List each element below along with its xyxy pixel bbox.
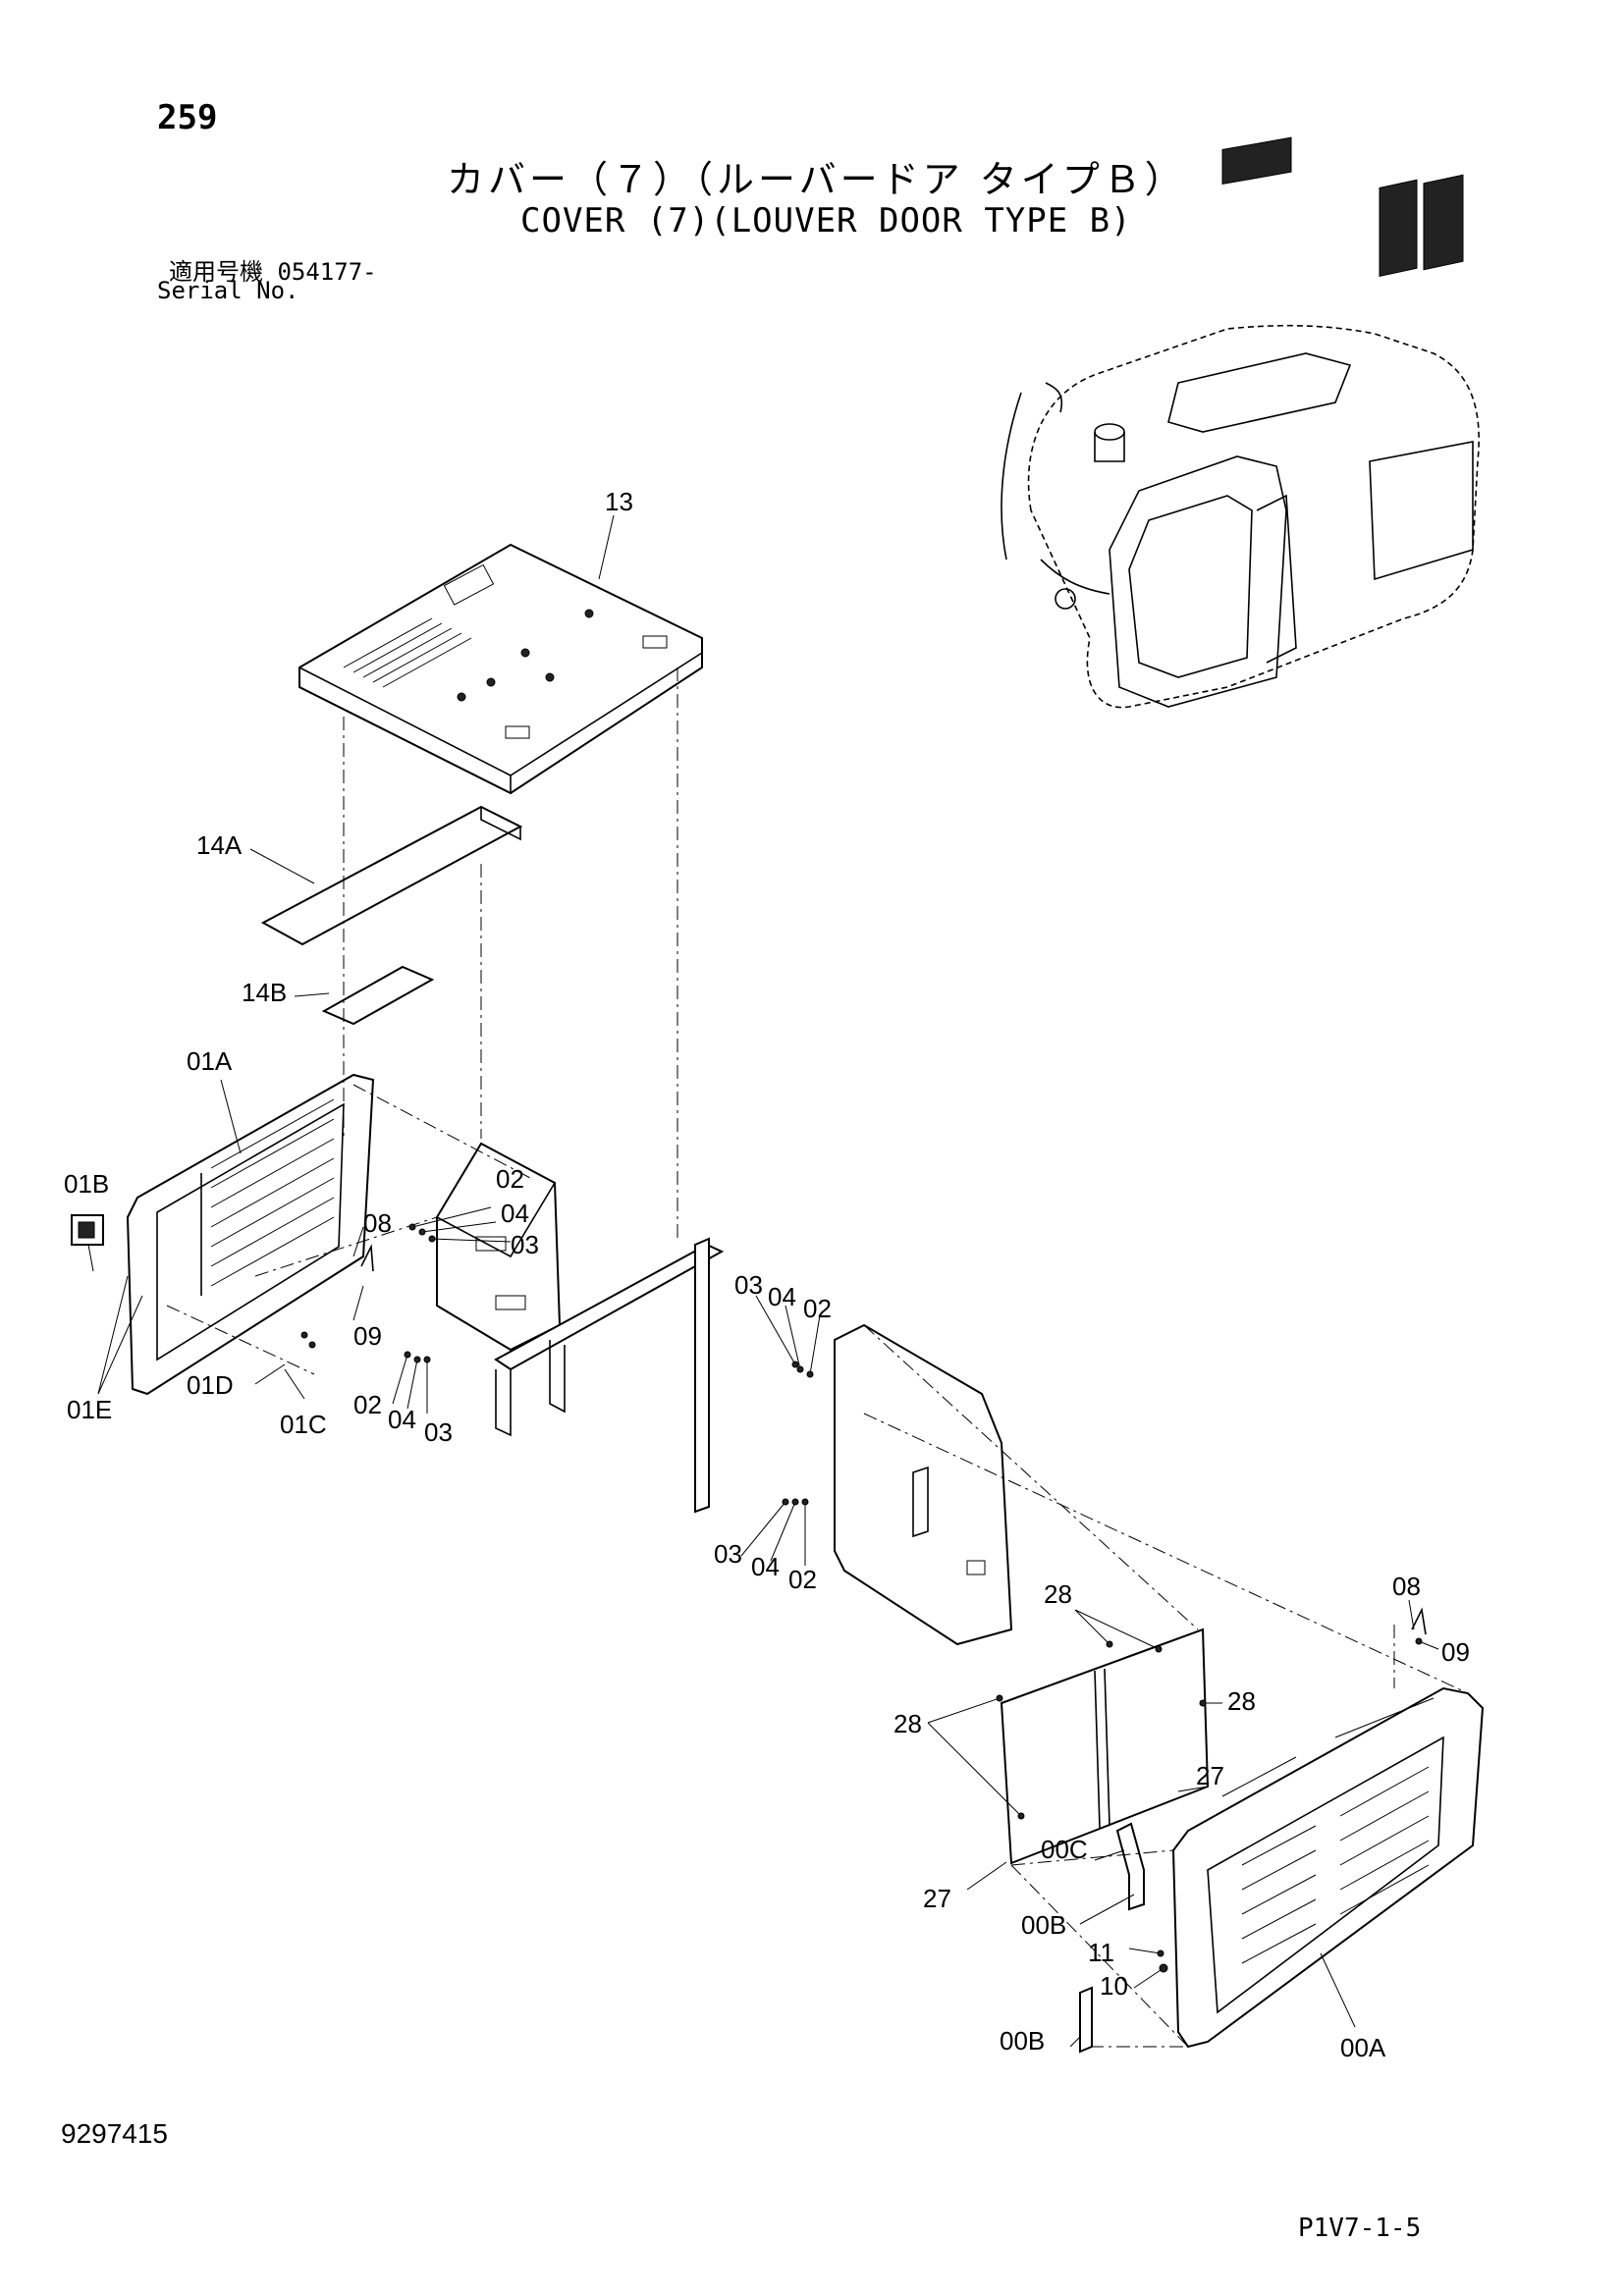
callout-04-upper: 04 <box>501 1199 529 1228</box>
callout-03-right-lower: 03 <box>714 1539 742 1569</box>
part-00A-right-louver-door <box>1171 1686 1485 2049</box>
part-01A-left-louver-door <box>126 1073 375 1396</box>
callout-03-lower: 03 <box>424 1417 453 1447</box>
serial-label-english: Serial No. <box>157 277 299 304</box>
callout-09-left: 09 <box>353 1321 382 1351</box>
callout-27-right: 27 <box>1196 1761 1224 1790</box>
callout-02-lower: 02 <box>353 1390 382 1419</box>
callout-14A: 14A <box>196 830 243 860</box>
left-door-louver-slats <box>210 1098 335 1287</box>
part-00C-seal <box>1115 1822 1145 1911</box>
fastener-dots <box>300 1223 1427 1973</box>
callout-labels: 13 14A 14B 01A 01B 01E 01D 01C 02 04 03 … <box>64 487 1470 2062</box>
assembly-guide-lines <box>166 667 1469 2048</box>
top-cover-vent-slots <box>343 617 472 688</box>
callout-02-right-upper: 02 <box>803 1294 832 1323</box>
right-side-panel <box>834 1323 1013 1646</box>
drawing-number: 9297415 <box>61 2118 169 2149</box>
page-number: 259 <box>157 98 218 137</box>
callout-03-right-upper: 03 <box>734 1270 763 1300</box>
callout-02-right-lower: 02 <box>788 1565 817 1594</box>
part-14B-seal <box>321 965 435 1026</box>
excavator-overview-illustration <box>1001 136 1480 709</box>
callout-28-left: 28 <box>893 1709 922 1738</box>
callout-00A: 00A <box>1340 2033 1386 2062</box>
callout-02-upper: 02 <box>496 1164 524 1194</box>
callout-11: 11 <box>1088 1938 1114 1967</box>
serial-label-japanese: 適用号機 054177- <box>169 258 377 286</box>
title-japanese: カバー（７）（ルーバードア タイプＢ） <box>447 158 1186 201</box>
callout-00B-upper: 00B <box>1021 1910 1066 1940</box>
callout-04-right-upper: 04 <box>768 1282 796 1311</box>
part-01B-latch <box>71 1214 104 1246</box>
title-english: COVER (7)(LOUVER DOOR TYPE B) <box>520 201 1132 240</box>
frame-rail <box>494 1237 725 1514</box>
part-27-filter-panels <box>1000 1628 1210 1865</box>
callout-28-top: 28 <box>1044 1579 1072 1609</box>
callout-04-right-lower: 04 <box>751 1552 780 1581</box>
callout-13: 13 <box>605 487 633 516</box>
part-00B-seal <box>1079 1986 1093 2054</box>
callout-08-right: 08 <box>1392 1572 1421 1601</box>
callout-leader-lines <box>87 514 1439 2048</box>
callout-04-lower: 04 <box>388 1405 416 1434</box>
overview-louver <box>1379 174 1464 277</box>
part-14A-bracket <box>260 805 523 946</box>
right-door-louver-slats <box>1221 1697 1435 1964</box>
callout-03-upper: 03 <box>511 1230 539 1259</box>
callout-00B-lower: 00B <box>1000 2026 1045 2056</box>
callout-27-bottom: 27 <box>923 1884 951 1913</box>
callout-01C: 01C <box>280 1410 327 1439</box>
callout-28-right: 28 <box>1227 1686 1256 1716</box>
callout-10: 10 <box>1100 1971 1128 2001</box>
callout-01D: 01D <box>187 1370 234 1400</box>
callout-00C: 00C <box>1041 1835 1088 1864</box>
part-13-top-cover <box>298 543 703 795</box>
callout-01A: 01A <box>187 1046 233 1076</box>
callout-14B: 14B <box>242 978 287 1007</box>
callout-09-right: 09 <box>1441 1637 1470 1667</box>
callout-08-left: 08 <box>363 1208 392 1238</box>
callout-01B: 01B <box>64 1169 109 1199</box>
callout-01E: 01E <box>67 1395 112 1424</box>
page-code: P1V7-1-5 <box>1298 2214 1422 2243</box>
